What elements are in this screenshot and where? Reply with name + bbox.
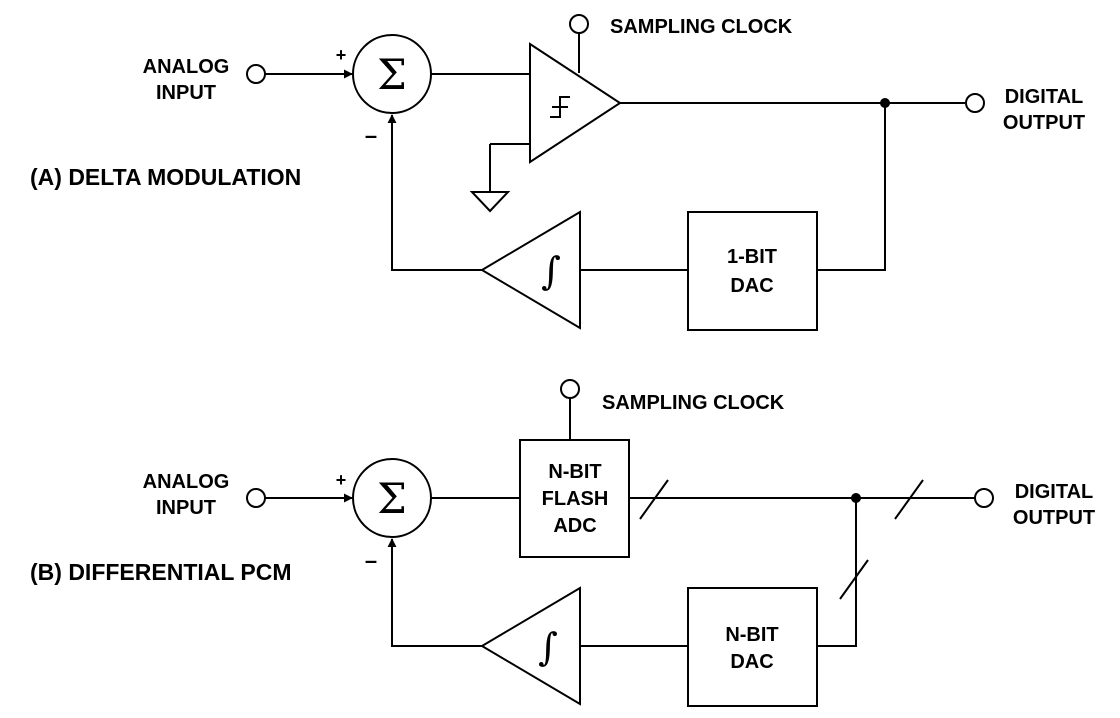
integral-symbol: ∫ bbox=[538, 625, 558, 669]
analog-input-label-line2: INPUT bbox=[156, 497, 216, 519]
integrator-to-summer-arrow bbox=[387, 114, 482, 271]
diagram-b-title: (B) DIFFERENTIAL PCM bbox=[30, 559, 292, 585]
integrator-to-summer-arrow bbox=[387, 538, 482, 647]
analog-input-label-line2: INPUT bbox=[156, 82, 216, 104]
delta-modulation-diagram: (A) DELTA MODULATION ANALOG INPUT Σ + – … bbox=[30, 14, 1085, 331]
plus-sign: + bbox=[336, 45, 347, 65]
adc-label-line3: ADC bbox=[553, 515, 596, 537]
one-bit-dac bbox=[687, 211, 818, 331]
dac-label-line2: DAC bbox=[730, 651, 773, 673]
ground-icon bbox=[469, 191, 511, 213]
diagram-a-title: (A) DELTA MODULATION bbox=[30, 164, 301, 190]
sampling-clock-label: SAMPLING CLOCK bbox=[610, 16, 793, 38]
dac-label-line1: 1-BIT bbox=[727, 246, 777, 268]
analog-input-terminal bbox=[246, 64, 266, 84]
digital-output-terminal bbox=[965, 93, 985, 113]
n-bit-dac bbox=[687, 587, 818, 707]
output-to-dac-wire bbox=[817, 103, 886, 271]
analog-input-label-line1: ANALOG bbox=[143, 471, 230, 493]
n-bit-flash-adc bbox=[519, 439, 630, 558]
integrator bbox=[480, 586, 581, 706]
integral-symbol: ∫ bbox=[541, 249, 561, 293]
analog-input-label-line1: ANALOG bbox=[143, 56, 230, 78]
integrator bbox=[480, 210, 581, 330]
sampling-clock-terminal bbox=[560, 379, 580, 399]
adc-label-line1: N-BIT bbox=[548, 461, 601, 483]
dac-label-line1: N-BIT bbox=[725, 624, 778, 646]
sampling-clock-terminal bbox=[569, 14, 589, 34]
output-to-dac-bus bbox=[817, 498, 857, 647]
minus-sign: – bbox=[365, 548, 377, 573]
digital-output-label-line1: DIGITAL bbox=[1015, 481, 1094, 503]
digital-output-label-line2: OUTPUT bbox=[1003, 112, 1085, 134]
sigma-symbol: Σ bbox=[377, 474, 407, 523]
digital-output-terminal bbox=[974, 488, 994, 508]
bus-slash-mark bbox=[839, 559, 869, 600]
comparator bbox=[529, 42, 622, 164]
digital-output-label-line2: OUTPUT bbox=[1013, 507, 1095, 529]
bus-slash-mark bbox=[894, 479, 924, 520]
comparator-hysteresis-icon bbox=[550, 96, 570, 118]
sampling-clock-label: SAMPLING CLOCK bbox=[602, 392, 785, 414]
dac-label-line2: DAC bbox=[730, 275, 773, 297]
differential-pcm-diagram: (B) DIFFERENTIAL PCM ANALOG INPUT Σ + – … bbox=[30, 379, 1095, 707]
analog-input-terminal bbox=[246, 488, 266, 508]
bus-slash-mark bbox=[639, 479, 669, 520]
adc-label-line2: FLASH bbox=[542, 488, 609, 510]
digital-output-label-line1: DIGITAL bbox=[1005, 86, 1084, 108]
plus-sign: + bbox=[336, 470, 347, 490]
minus-sign: – bbox=[365, 123, 377, 148]
sigma-symbol: Σ bbox=[377, 50, 407, 99]
